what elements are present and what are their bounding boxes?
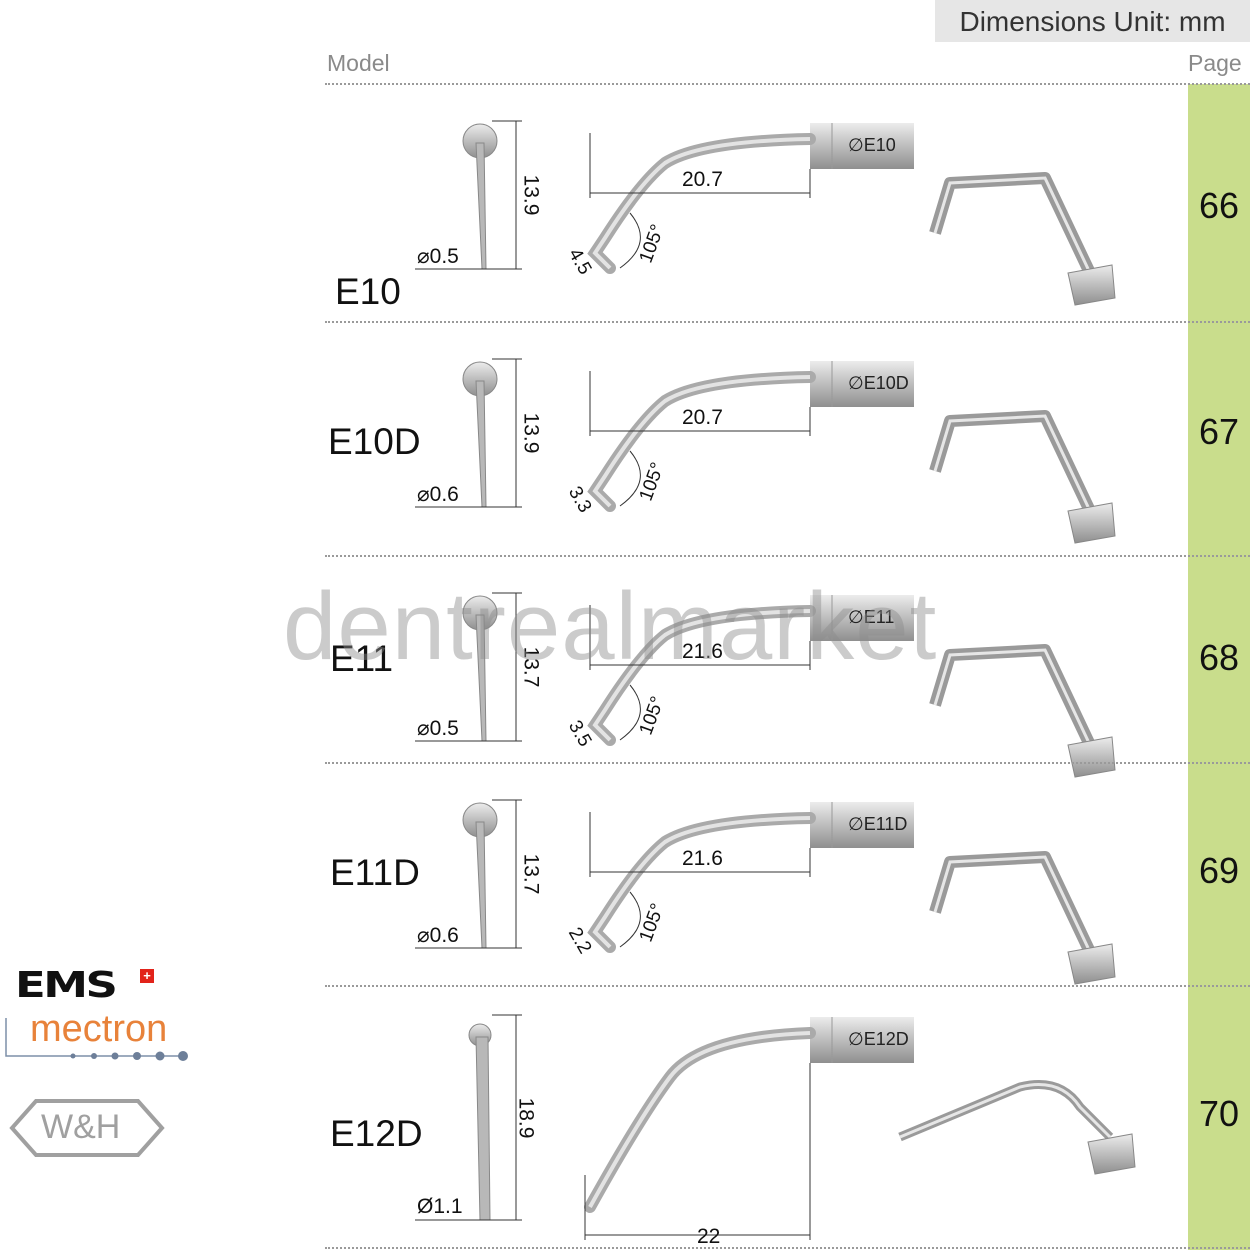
tip-handle — [810, 595, 914, 641]
tip-engraving: ∅E11 — [848, 607, 894, 628]
tip-drawing — [415, 592, 1116, 778]
wh-logo-text: W&H — [41, 1108, 121, 1146]
angle-arc — [619, 684, 641, 741]
swiss-cross-icon: + — [140, 969, 154, 983]
reach-dimension-line — [589, 812, 811, 877]
row-divider — [325, 321, 1250, 323]
diameter-label: ⌀0.6 — [417, 483, 459, 506]
length-label: 13.9 — [519, 412, 543, 454]
length-label: 18.9 — [514, 1097, 538, 1138]
tip-handle — [810, 361, 914, 407]
row-divider — [325, 762, 1250, 764]
dimensions-unit-label: Dimensions Unit: mm — [935, 0, 1250, 42]
ems-logo: EMS + — [15, 965, 154, 1006]
tip-handle — [810, 802, 914, 848]
tip-engraving-text: E11D — [863, 814, 908, 834]
tip-drawing — [415, 1014, 1136, 1240]
diameter-label: ⌀0.5 — [417, 245, 459, 268]
angle-arc — [619, 212, 641, 269]
angle-arc — [619, 450, 641, 507]
tip-handle — [810, 1017, 914, 1063]
row-divider — [325, 1247, 1250, 1249]
tip-handle — [810, 123, 914, 169]
tip-3d-handle — [1067, 943, 1116, 985]
wh-logo: W&H — [8, 1098, 166, 1158]
model-name: E11 — [330, 638, 394, 679]
model-name: E10D — [328, 421, 421, 462]
tip-3d-handle — [1087, 1133, 1136, 1175]
row-divider — [325, 555, 1250, 557]
tip-drawing — [415, 120, 1116, 306]
model-name: E12D — [330, 1113, 423, 1154]
mectron-logo-text: mectron — [30, 1008, 168, 1050]
tip-3d-handle — [1067, 736, 1116, 778]
row-divider — [325, 985, 1250, 987]
page-number: 69 — [1198, 850, 1240, 891]
reach-dimension-line — [584, 1063, 811, 1240]
reach-dimension-line — [589, 605, 811, 670]
tip-engraving-text: E12D — [863, 1029, 909, 1049]
logo-mark-icon: ∅ — [848, 373, 864, 393]
angle-arc — [619, 891, 641, 948]
page-number: 67 — [1198, 411, 1240, 452]
tip-shaft-side — [584, 1027, 816, 1213]
reach-label: 20.7 — [682, 168, 723, 191]
logo-mark-icon: ∅ — [848, 814, 864, 834]
tip-drawing — [415, 358, 1116, 544]
reach-label: 21.6 — [682, 847, 723, 870]
reach-dimension-line — [589, 371, 811, 436]
tip-shaft-front — [475, 821, 487, 949]
tip-engraving-text: E10 — [863, 135, 896, 155]
tip-engraving-text: E10D — [863, 373, 909, 393]
page-number: 70 — [1198, 1093, 1240, 1134]
tip-engraving: ∅E12D — [848, 1029, 909, 1050]
tip-engraving: ∅E10 — [848, 135, 896, 156]
reach-label: 20.7 — [682, 406, 723, 429]
page-number: 66 — [1198, 185, 1240, 226]
row-divider — [325, 83, 1250, 85]
tip-drawing — [415, 799, 1116, 985]
ems-logo-text: EMS — [15, 965, 118, 1006]
tip-3d-handle — [1067, 502, 1116, 544]
length-label: 13.7 — [519, 853, 543, 895]
model-column-header: Model — [327, 50, 390, 76]
tip-shaft-front — [475, 380, 487, 508]
tip-engraving: ∅E10D — [848, 373, 909, 394]
tip-engraving: ∅E11D — [848, 814, 907, 835]
tip-shaft-front — [475, 142, 487, 270]
diameter-label: Ø1.1 — [417, 1195, 463, 1218]
diameter-label: ⌀0.6 — [417, 924, 459, 947]
diameter-label: ⌀0.5 — [417, 717, 459, 740]
reach-label: 21.6 — [682, 640, 723, 663]
page-column-band — [1188, 84, 1250, 1250]
model-name: E11D — [330, 852, 420, 893]
mectron-dots-icon — [5, 1018, 188, 1061]
page-number: 68 — [1198, 637, 1240, 678]
logo-mark-icon: ∅ — [848, 1029, 864, 1049]
length-label: 13.9 — [519, 174, 543, 216]
tip-engraving-text: E11 — [863, 607, 895, 627]
wh-hexagon-icon — [9, 1099, 165, 1157]
model-name: E10 — [335, 271, 401, 312]
mectron-logo: mectron — [5, 1008, 195, 1063]
reach-label: 22 — [697, 1225, 721, 1248]
tip-shaft-front — [475, 1036, 491, 1221]
page-column-header: Page — [1188, 50, 1242, 76]
tip-3d-handle — [1067, 264, 1116, 306]
logo-mark-icon: ∅ — [848, 607, 864, 627]
reach-dimension-line — [589, 133, 811, 198]
watermark: dentrealmarket — [283, 573, 938, 680]
logo-mark-icon: ∅ — [848, 135, 864, 155]
